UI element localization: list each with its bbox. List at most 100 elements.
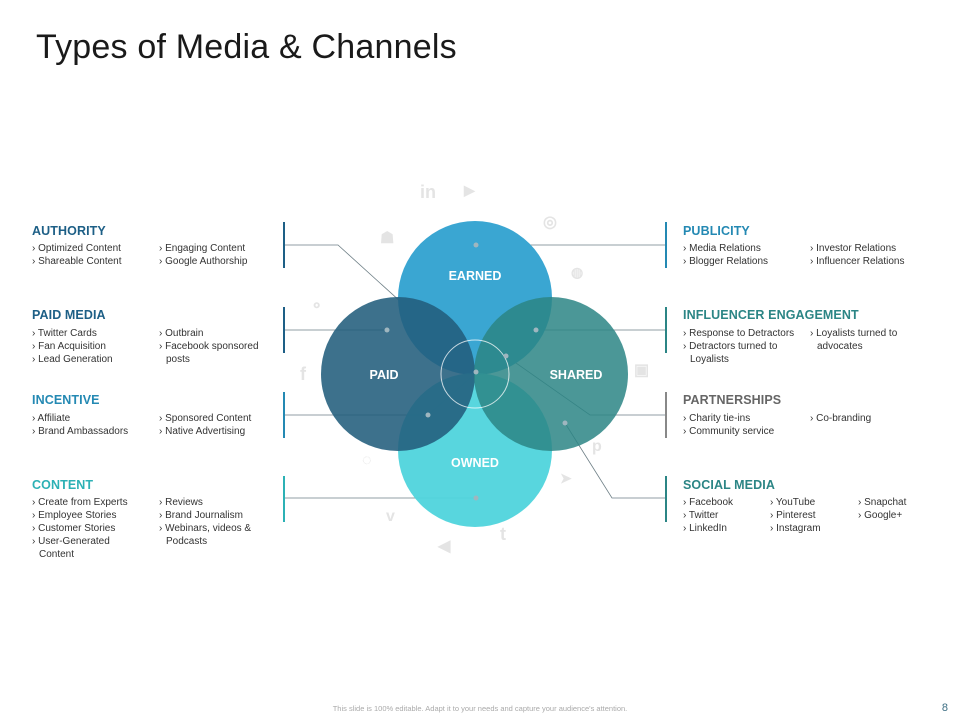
footer-note: This slide is 100% editable. Adapt it to…	[332, 704, 628, 713]
heading-paid-media: PAID MEDIA	[32, 308, 106, 322]
list-item: advocates	[817, 341, 863, 352]
connector-social	[564, 422, 666, 499]
label-owned: OWNED	[451, 456, 499, 470]
connector-dots	[384, 242, 568, 501]
bar-social	[665, 476, 667, 522]
list-item: › Twitter	[683, 510, 719, 521]
list-item: › Optimized Content	[32, 243, 121, 254]
slide-title: Types of Media & Channels	[36, 28, 457, 66]
list-item: › Brand Journalism	[159, 510, 243, 521]
dot-content	[473, 495, 479, 501]
list-item: › Facebook sponsored	[159, 341, 259, 352]
pinterest-bg-icon: p	[592, 438, 602, 455]
list-item: › Affiliate	[32, 413, 71, 424]
dot-incentive	[425, 412, 431, 418]
bubbles-bg-icon: ⚬	[310, 298, 324, 315]
influencer-list-col2: › Loyalists turned to advocates	[810, 327, 897, 353]
list-item: › Shareable Content	[32, 256, 122, 267]
content-list-col1: › Create from Experts › Employee Stories…	[32, 496, 128, 561]
instagram-bg-icon: ◎	[543, 214, 557, 231]
authority-list-col1: › Optimized Content › Shareable Content	[32, 242, 122, 268]
heading-content: CONTENT	[32, 478, 94, 492]
list-item: › Community service	[683, 426, 775, 437]
list-item: › Reviews	[159, 497, 203, 508]
list-item: › Blogger Relations	[683, 256, 769, 267]
list-item: › Loyalists turned to	[810, 328, 898, 339]
list-item: Podcasts	[166, 536, 208, 547]
circle-shared	[474, 297, 628, 451]
list-item: Content	[39, 549, 75, 560]
social-list-col2: › YouTube › Pinterest › Instagram	[770, 496, 821, 535]
whatsapp-bg-icon: ◌	[362, 452, 372, 469]
partnerships-list-col1: › Charity tie-ins › Community service	[683, 412, 774, 438]
list-item: › Engaging Content	[159, 243, 246, 254]
publicity-list-col1: › Media Relations › Blogger Relations	[683, 242, 768, 268]
heading-incentive: INCENTIVE	[32, 393, 100, 407]
tv-bg-icon: ▣	[634, 362, 650, 379]
list-item: › Twitter Cards	[32, 328, 97, 339]
vimeo-bg-icon: v	[386, 508, 395, 525]
label-shared: SHARED	[550, 368, 603, 382]
list-item: › Webinars, videos &	[159, 523, 252, 534]
list-item: › Influencer Relations	[810, 256, 905, 267]
list-item: › LinkedIn	[683, 523, 727, 534]
label-paid: PAID	[370, 368, 399, 382]
snapchat-bg-icon: ☗	[380, 230, 395, 247]
label-earned: EARNED	[449, 269, 502, 283]
bar-partnerships	[665, 392, 667, 438]
list-item: › Instagram	[770, 523, 821, 534]
list-item: › Detractors turned to	[683, 341, 778, 352]
linkedin-bg-icon: in	[420, 182, 436, 202]
paid-media-list-col1: › Twitter Cards › Fan Acquisition › Lead…	[32, 327, 113, 366]
heading-social-media: SOCIAL MEDIA	[683, 478, 775, 492]
bar-authority	[283, 222, 285, 268]
dot-social	[562, 420, 568, 426]
dot-shared	[533, 327, 539, 333]
list-item: › Employee Stories	[32, 510, 117, 521]
list-item: › Response to Detractors	[683, 328, 795, 339]
dot-partnerships	[503, 353, 509, 359]
circle-paid	[321, 297, 475, 451]
partnerships-list-col2: › Co-branding	[810, 412, 871, 425]
list-item: › Pinterest	[770, 510, 816, 521]
list-item: › Investor Relations	[810, 243, 897, 254]
list-item: › Brand Ambassadors	[32, 426, 129, 437]
list-item: › Facebook	[683, 497, 734, 508]
center-ring	[440, 339, 510, 409]
social-list-col1: › Facebook › Twitter › LinkedIn	[683, 496, 733, 535]
list-item: › Outbrain	[159, 328, 204, 339]
paid-media-list-col2: › Outbrain › Facebook sponsored posts	[159, 327, 259, 366]
list-item: › Google+	[858, 510, 903, 521]
send-bg-icon: ➤	[560, 470, 572, 486]
heading-partnerships: PARTNERSHIPS	[683, 393, 782, 407]
dot-paid	[384, 327, 390, 333]
bar-paid-media	[283, 307, 285, 353]
megaphone-bg-icon: ◀	[438, 538, 451, 555]
list-item: › Customer Stories	[32, 523, 116, 534]
bar-incentive	[283, 392, 285, 438]
content-list-col2: › Reviews › Brand Journalism › Webinars,…	[159, 496, 251, 548]
dribbble-bg-icon: ◍	[571, 264, 584, 280]
list-item: › Lead Generation	[32, 354, 113, 365]
authority-list-col2: › Engaging Content › Google Authorship	[159, 242, 247, 268]
list-item: › Fan Acquisition	[32, 341, 106, 352]
bar-publicity	[665, 222, 667, 268]
list-item: posts	[166, 354, 190, 365]
list-item: › Sponsored Content	[159, 413, 252, 424]
dot-earned	[473, 242, 479, 248]
tumblr-bg-icon: t	[500, 524, 506, 544]
list-item: Loyalists	[690, 354, 729, 365]
list-item: › Snapchat	[858, 497, 907, 508]
incentive-list-col1: › Affiliate › Brand Ambassadors	[32, 412, 128, 438]
youtube-bg-icon: ▶	[464, 182, 475, 198]
page-number: 8	[941, 702, 948, 714]
list-item: › Create from Experts	[32, 497, 128, 508]
facebook-bg-icon: f	[300, 364, 306, 384]
bar-content	[283, 476, 285, 522]
list-item: › Co-branding	[810, 413, 872, 424]
list-item: › YouTube	[770, 497, 816, 508]
social-list-col3: › Snapchat › Google+	[858, 496, 906, 522]
list-item: › Google Authorship	[159, 256, 248, 267]
heading-publicity: PUBLICITY	[683, 224, 750, 238]
